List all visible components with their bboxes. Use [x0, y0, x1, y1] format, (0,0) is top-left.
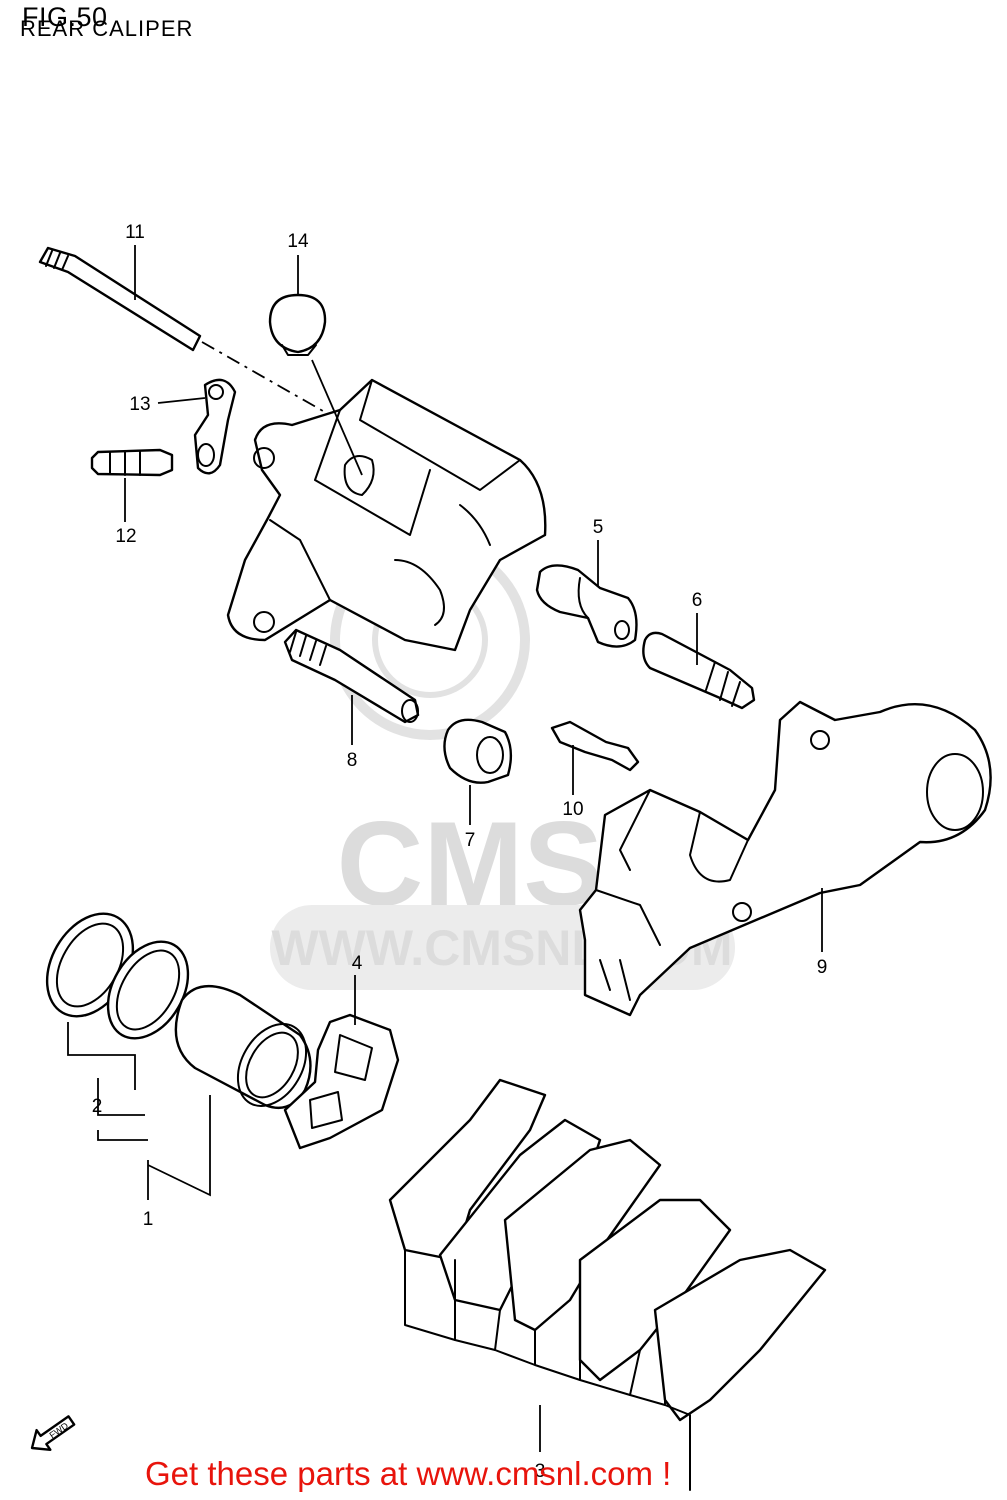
- callout-7: 7: [465, 830, 476, 851]
- callout-8: 8: [347, 750, 358, 771]
- callout-4: 4: [352, 953, 363, 974]
- callout-1: 1: [143, 1209, 154, 1230]
- callout-numbers: 11 14 13 12 5 6 8 7 10 9 4 2 1 3: [92, 222, 828, 1482]
- part-6-slide-pin: [642, 631, 756, 710]
- part-8-slide-pin: [283, 628, 420, 724]
- callout-13: 13: [129, 394, 150, 415]
- callout-11: 11: [125, 222, 145, 243]
- part-14-cap: [268, 293, 327, 356]
- callout-10: 10: [562, 799, 583, 820]
- callout-3: 3: [535, 1461, 546, 1482]
- callout-9: 9: [817, 957, 828, 978]
- callout-5: 5: [593, 517, 604, 538]
- buy-parts-link[interactable]: Get these parts at www.cmsnl.com !: [145, 1455, 672, 1492]
- callout-2: 2: [92, 1096, 103, 1117]
- part-9-caliper-bracket: [578, 700, 992, 1017]
- callout-12: 12: [115, 526, 136, 547]
- figure-number: FIG.50: [22, 2, 108, 32]
- callout-6: 6: [692, 590, 703, 611]
- part-3-brake-pads: [388, 1078, 827, 1491]
- part-10-spring: [550, 720, 640, 772]
- part-13-bleeder-cap: [193, 378, 237, 475]
- caliper-body: [226, 378, 547, 652]
- part-5-boot: [535, 564, 638, 648]
- figure-title: REAR CALIPER: [20, 16, 194, 41]
- fwd-direction-arrow: FWD: [30, 1415, 76, 1451]
- callout-14: 14: [287, 231, 309, 252]
- part-2-seals: [45, 912, 190, 1040]
- part-11-slide-pin: [38, 246, 202, 352]
- callout-leaders: [67, 245, 823, 1452]
- part-4-shim: [283, 1013, 400, 1150]
- part-12-bleeder-valve: [90, 448, 174, 477]
- part-7-boot: [443, 718, 513, 784]
